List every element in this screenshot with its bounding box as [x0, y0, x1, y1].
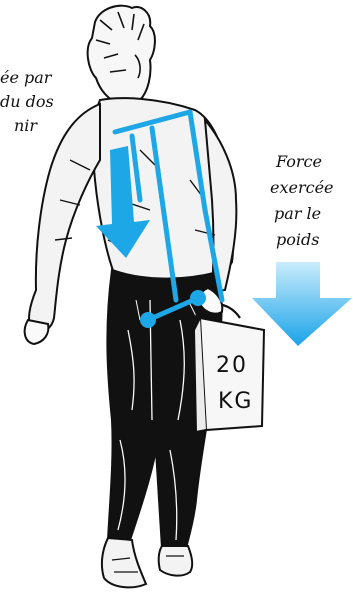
man-shoes — [102, 538, 192, 587]
bag-weight-unit: KG — [218, 389, 253, 414]
back-force-label-line1: ée par — [0, 66, 51, 90]
weight-force-label-line4: poids — [276, 228, 319, 252]
weight-force-label-line3: par le — [274, 202, 321, 226]
weight-force-label-line2: exercée — [270, 176, 334, 200]
hip-joint-right — [190, 290, 206, 306]
back-force-label-line3: nir — [14, 114, 37, 138]
man-head — [88, 6, 155, 104]
left-hand — [25, 320, 49, 344]
weight-bag: 20 KG — [194, 304, 264, 432]
back-force-label-line2: du dos — [0, 90, 54, 114]
bag-weight-number: 20 — [216, 353, 248, 378]
weight-force-label-line1: Force — [276, 150, 322, 174]
weight-force-arrow — [252, 262, 352, 346]
hip-joint-left — [140, 312, 156, 328]
